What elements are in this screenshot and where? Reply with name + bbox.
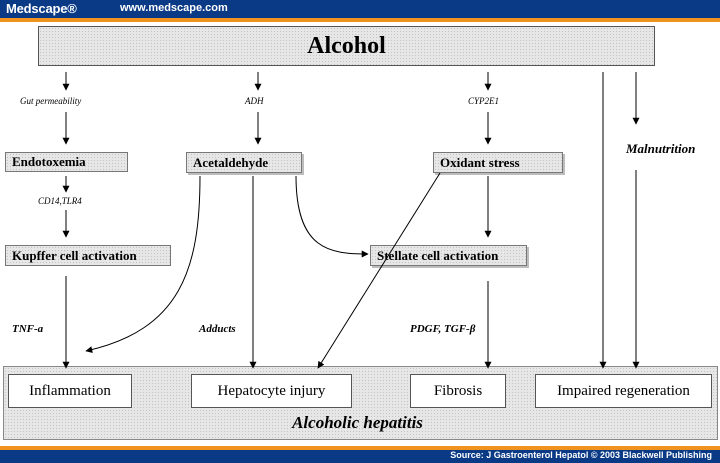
stellate-cell-label: Stellate cell activation: [377, 247, 499, 263]
adh-label: ADH: [245, 96, 264, 106]
inflammation-label: Inflammation: [29, 382, 111, 399]
kupffer-cell-label: Kupffer cell activation: [12, 247, 137, 263]
arrow-oxidant-to-hepatocyte: [317, 172, 441, 369]
footer-accent-line: [0, 446, 720, 450]
header-accent-line: [0, 18, 720, 22]
hepatocyte-injury-box: Hepatocyte injury: [191, 374, 352, 408]
source-credit: Source: J Gastroenterol Hepatol © 2003 B…: [450, 450, 712, 460]
endotoxemia-label: Endotoxemia: [12, 154, 86, 169]
alcohol-label: Alcohol: [307, 32, 386, 59]
arrow-acetaldehyde-to-inflammation: [85, 175, 201, 354]
gut-permeability-label: Gut permeability: [20, 96, 82, 106]
medscape-logo: Medscape®: [6, 1, 77, 16]
header-url: www.medscape.com: [120, 2, 228, 14]
inflammation-box: Inflammation: [8, 374, 132, 408]
impaired-regeneration-label: Impaired regeneration: [557, 382, 690, 399]
malnutrition-label: Malnutrition: [626, 141, 696, 156]
kupffer-cell-node: Kupffer cell activation: [5, 245, 171, 266]
alcohol-node: Alcohol: [38, 26, 655, 66]
cd14-tlr4-label: CD14,TLR4: [38, 196, 82, 206]
fibrosis-box: Fibrosis: [410, 374, 506, 408]
impaired-regeneration-box: Impaired regeneration: [535, 374, 712, 408]
fibrosis-label: Fibrosis: [433, 382, 483, 399]
footer-bar: Source: J Gastroenterol Hepatol © 2003 B…: [0, 450, 720, 463]
oxidant-stress-node: Oxidant stress: [433, 152, 563, 173]
alcoholic-hepatitis-title: Alcoholic hepatitis: [292, 413, 423, 432]
arrow-acetaldehyde-to-stellate: [295, 175, 369, 258]
endotoxemia-node: Endotoxemia: [5, 152, 128, 172]
header-bar: Medscape® www.medscape.com: [0, 0, 720, 18]
acetaldehyde-label: Acetaldehyde: [193, 154, 269, 170]
adducts-label: Adducts: [199, 323, 236, 335]
cyp2e1-label: CYP2E1: [468, 96, 500, 106]
pdgf-tgf-label: PDGF, TGF-β: [410, 323, 476, 335]
oxidant-stress-label: Oxidant stress: [440, 154, 520, 170]
tnf-label: TNF-a: [12, 323, 44, 335]
stellate-cell-node: Stellate cell activation: [370, 245, 527, 266]
acetaldehyde-node: Acetaldehyde: [186, 152, 302, 173]
hepatocyte-injury-label: Hepatocyte injury: [217, 382, 326, 399]
